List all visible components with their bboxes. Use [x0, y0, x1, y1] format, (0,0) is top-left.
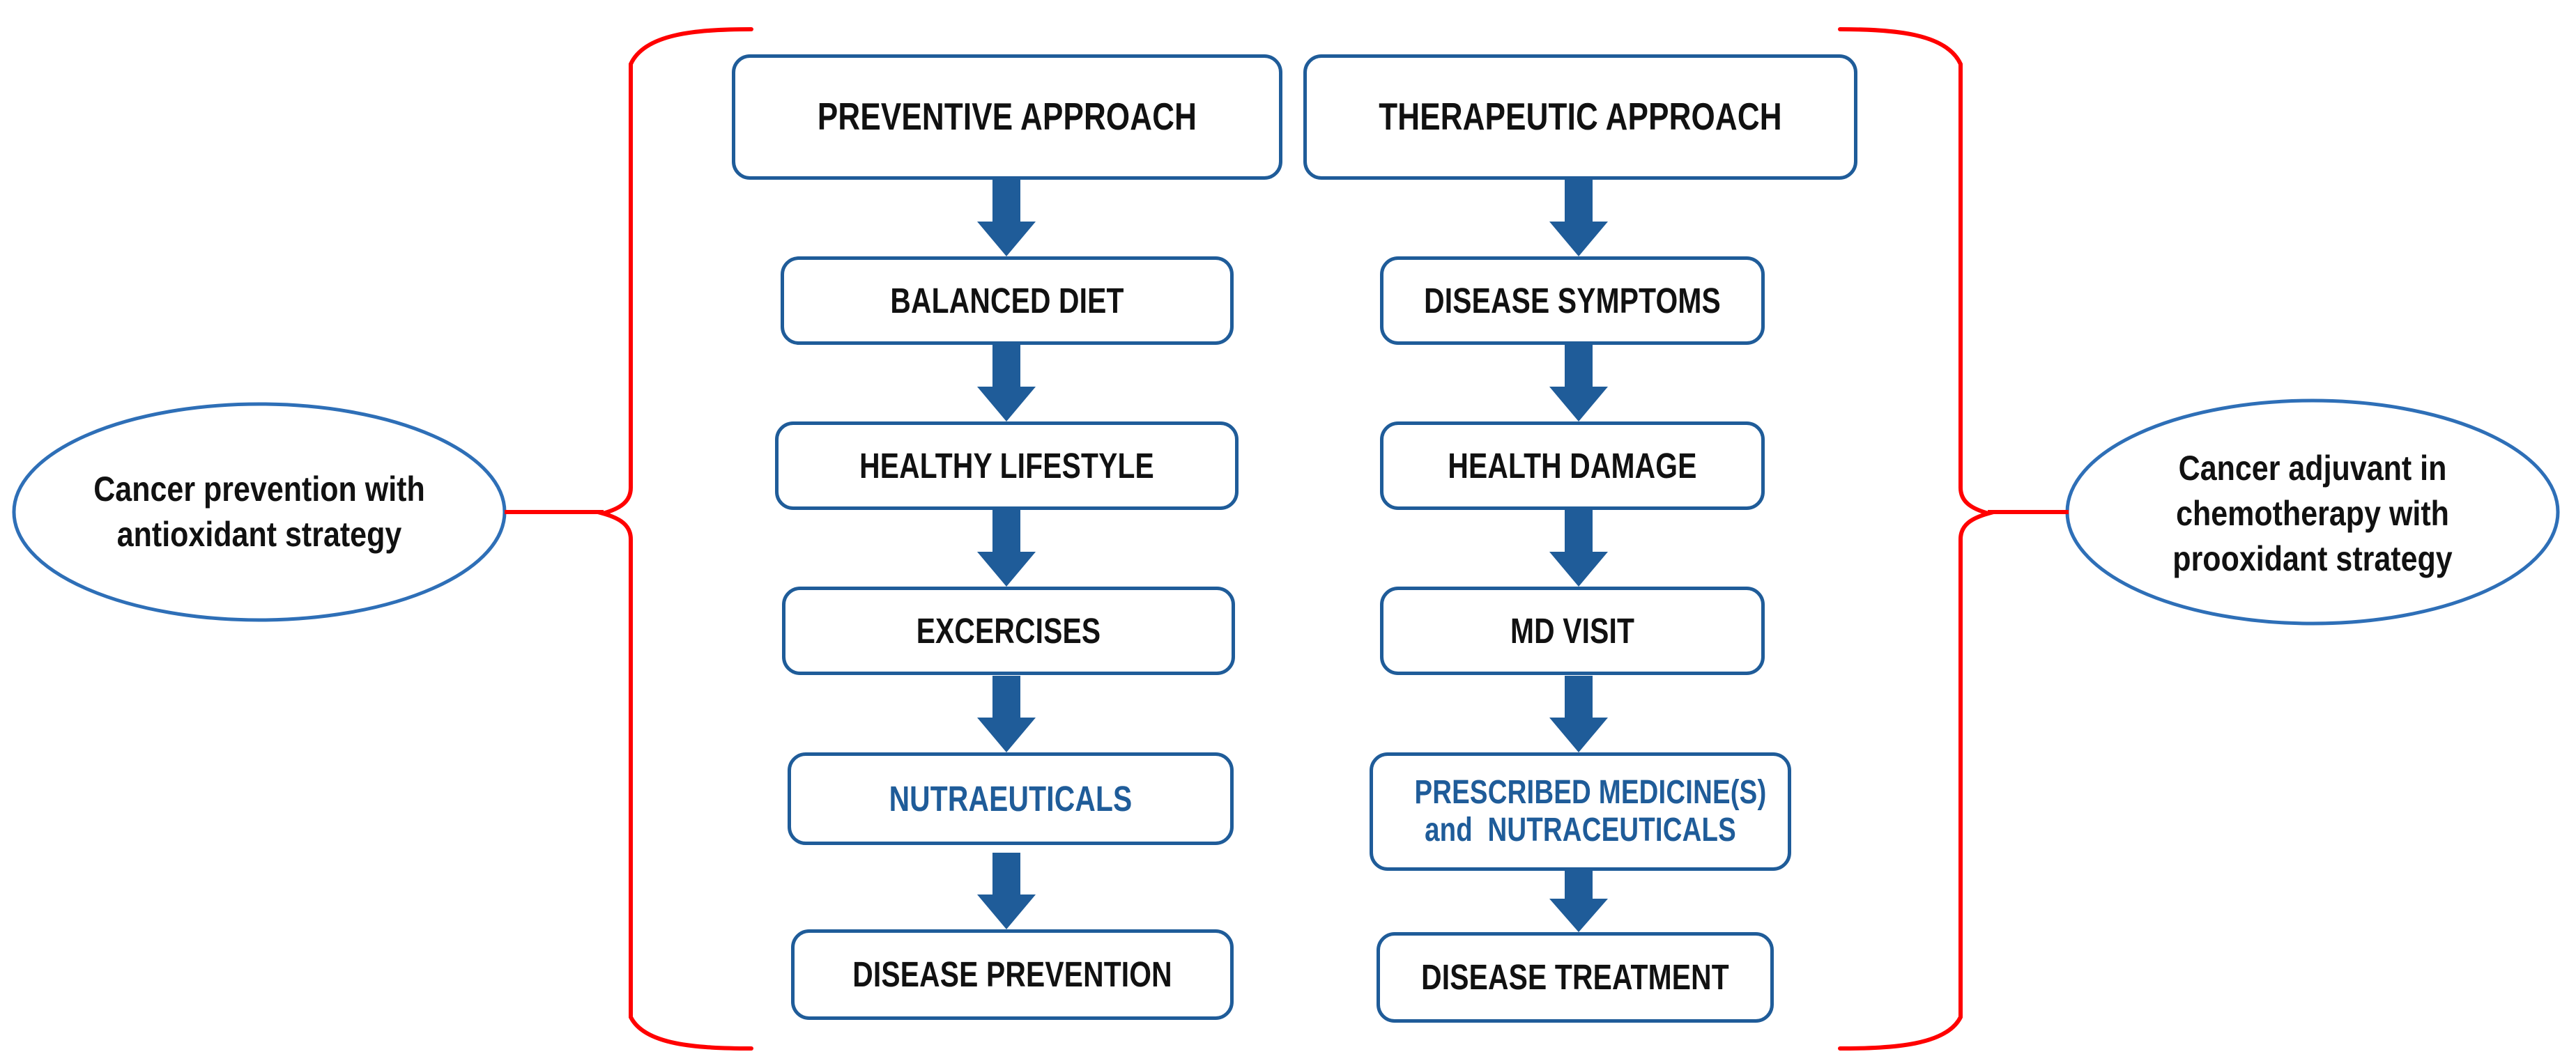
arrow-down-preventive-1	[977, 180, 1036, 256]
arrow-down-preventive-2	[977, 345, 1036, 421]
node-label: BALANCED DIET	[890, 280, 1124, 320]
arrow-down-preventive-3	[977, 510, 1036, 587]
right-callout-text: Cancer adjuvant in chemotherapy with pro…	[2090, 421, 2536, 606]
left-callout-text: Cancer prevention with antioxidant strat…	[36, 446, 482, 578]
node-label: DISEASE TREATMENT	[1421, 957, 1729, 998]
node-label: MD VISIT	[1510, 610, 1635, 651]
node-label: HEALTH DAMAGE	[1448, 445, 1697, 486]
node-preventive-approach[interactable]: PREVENTIVE APPROACH	[732, 54, 1282, 180]
node-nutraeuticals[interactable]: NUTRAEUTICALS	[788, 752, 1234, 845]
node-disease-prevention[interactable]: DISEASE PREVENTION	[791, 929, 1234, 1020]
arrow-down-preventive-5	[977, 853, 1036, 929]
arrow-down-therapeutic-5	[1549, 864, 1608, 932]
node-label: HEALTHY LIFESTYLE	[859, 445, 1154, 486]
node-md-visit[interactable]: MD VISIT	[1380, 587, 1765, 675]
left-brace	[595, 27, 753, 1051]
node-balanced-diet[interactable]: BALANCED DIET	[781, 256, 1234, 345]
node-label: EXCERCISES	[916, 610, 1101, 651]
node-label: THERAPEUTIC APPROACH	[1379, 95, 1782, 139]
node-prescribed-medicines-nutraceuticals[interactable]: PRESCRIBED MEDICINE(S) and NUTRACEUTICAL…	[1370, 752, 1791, 871]
node-health-damage[interactable]: HEALTH DAMAGE	[1380, 421, 1765, 510]
arrow-down-therapeutic-2	[1549, 345, 1608, 421]
node-disease-treatment[interactable]: DISEASE TREATMENT	[1377, 932, 1774, 1023]
node-label: DISEASE SYMPTOMS	[1424, 280, 1721, 320]
arrow-down-therapeutic-4	[1549, 676, 1608, 752]
node-excercises[interactable]: EXCERCISES	[782, 587, 1235, 675]
node-therapeutic-approach[interactable]: THERAPEUTIC APPROACH	[1303, 54, 1857, 180]
right-callout-label: Cancer adjuvant in chemotherapy with pro…	[2172, 449, 2453, 578]
node-label: PREVENTIVE APPROACH	[817, 95, 1197, 139]
arrow-down-preventive-4	[977, 676, 1036, 752]
node-label: DISEASE PREVENTION	[852, 954, 1172, 995]
node-healthy-lifestyle[interactable]: HEALTHY LIFESTYLE	[775, 421, 1239, 510]
arrow-down-therapeutic-1	[1549, 180, 1608, 256]
node-disease-symptoms[interactable]: DISEASE SYMPTOMS	[1380, 256, 1765, 345]
right-brace	[1838, 27, 1997, 1051]
left-callout-label: Cancer prevention with antioxidant strat…	[93, 470, 425, 554]
node-label: NUTRAEUTICALS	[889, 778, 1133, 819]
node-label: PRESCRIBED MEDICINE(S) and NUTRACEUTICAL…	[1414, 774, 1767, 849]
arrow-down-therapeutic-3	[1549, 510, 1608, 587]
